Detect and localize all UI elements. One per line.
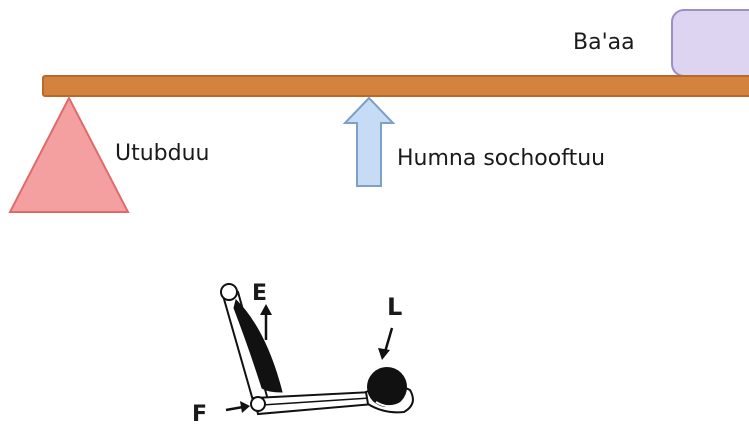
elbow-joint bbox=[250, 396, 266, 412]
load-ball bbox=[367, 367, 407, 407]
fulcrum-pointer-arrow bbox=[225, 401, 250, 413]
arm-illustration bbox=[220, 283, 414, 416]
fingers bbox=[375, 397, 409, 408]
lever-bar bbox=[42, 75, 749, 97]
effort-arrow bbox=[342, 96, 396, 187]
forearm-line bbox=[261, 397, 371, 406]
effort-letter: E bbox=[252, 281, 268, 306]
effort-label: Humna sochooftuu bbox=[397, 146, 606, 171]
load-letter: L bbox=[387, 293, 403, 321]
fulcrum-letter: F bbox=[192, 402, 208, 427]
fulcrum-triangle bbox=[8, 95, 130, 213]
shoulder-joint bbox=[220, 283, 238, 301]
biceps-muscle bbox=[233, 299, 283, 393]
fulcrum-label: Utubduu bbox=[115, 141, 210, 166]
forearm-bone bbox=[252, 390, 376, 416]
load-pointer-arrow bbox=[378, 327, 394, 360]
load-label: Ba'aa bbox=[573, 30, 635, 55]
effort-pointer-arrow bbox=[260, 304, 272, 340]
load-box bbox=[671, 9, 749, 77]
